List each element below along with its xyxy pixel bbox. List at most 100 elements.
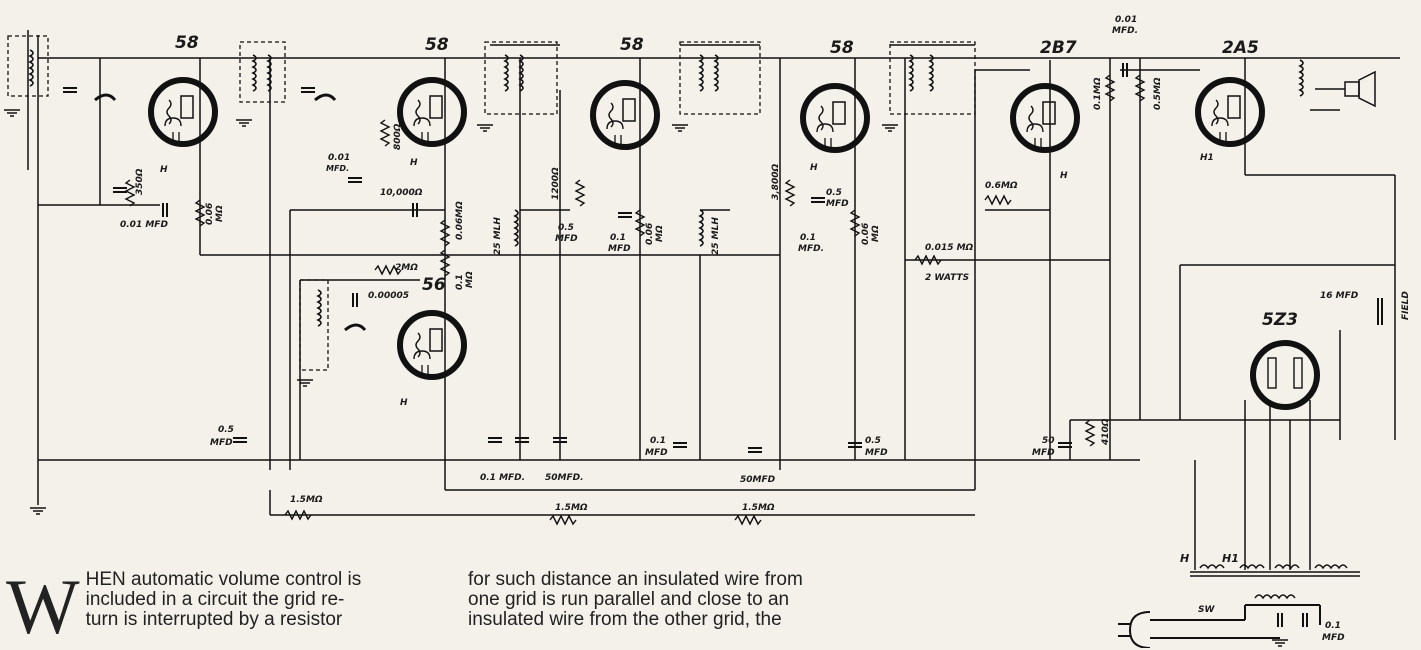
- label: H: [410, 158, 418, 168]
- speaker-icon: [1315, 70, 1376, 108]
- tube-labels: 58 58 58 58 2B7 2A5 56 5Z3: [175, 33, 1298, 330]
- label: 0.1 MFD.: [480, 473, 525, 483]
- label: 25 MLH: [711, 217, 721, 255]
- tube-8: [1250, 340, 1320, 410]
- label: 50: [1042, 436, 1055, 446]
- circuit-wires: [27, 30, 1400, 570]
- capacitors: [62, 62, 1383, 628]
- tube-label-8: 5Z3: [1262, 310, 1298, 330]
- label: 350Ω: [135, 168, 145, 195]
- article-line: one grid is run parallel and close to an: [468, 589, 790, 610]
- tube-label-3: 58: [620, 35, 644, 55]
- label: H: [400, 398, 408, 408]
- tube-7: [400, 313, 464, 377]
- tube-2: [400, 80, 464, 144]
- label: MFD: [865, 448, 888, 458]
- label: 410Ω: [1101, 418, 1111, 446]
- tube-label-4: 58: [830, 38, 854, 58]
- label: 0.01 MFD: [120, 220, 168, 230]
- label: 0.5: [218, 425, 234, 435]
- label: 0.1: [455, 274, 465, 290]
- label: MFD: [645, 448, 668, 458]
- label: 0.1MΩ: [1093, 77, 1103, 110]
- label: 10,000Ω: [380, 188, 423, 198]
- tube-label-5: 2B7: [1040, 38, 1077, 58]
- label: 1.5MΩ: [742, 503, 775, 513]
- label: 0.6MΩ: [985, 181, 1018, 191]
- label: 0.015 MΩ: [925, 243, 974, 253]
- article-line: insulated wire from the other grid, the: [468, 609, 782, 630]
- label: MFD: [555, 234, 578, 244]
- label: 50MFD: [740, 475, 776, 485]
- label: 0.1: [800, 233, 816, 243]
- tube-4: [803, 86, 867, 150]
- tuning-capacitor-arrows: [94, 93, 367, 332]
- tube-1: [151, 80, 215, 144]
- label: 0.01: [1115, 15, 1137, 25]
- tube-label-7: 56: [422, 275, 446, 295]
- label: H1: [1200, 153, 1214, 163]
- transformer-shields: [7, 35, 976, 371]
- label: 0.06: [645, 223, 655, 245]
- label: 0.1: [610, 233, 626, 243]
- article-line: turn is interrupted by a resistor: [85, 609, 343, 630]
- label: 1.5MΩ: [290, 495, 323, 505]
- article-column-1: W HEN automatic volume control is includ…: [6, 563, 408, 650]
- label: MΩ: [655, 225, 665, 242]
- label: 0.06MΩ: [455, 201, 465, 240]
- label: 3,800Ω: [771, 164, 781, 200]
- label: MFD: [1322, 633, 1345, 643]
- drop-cap: W: [6, 563, 80, 650]
- ground-symbols: [3, 109, 1289, 647]
- label: 0.5MΩ: [1153, 77, 1163, 110]
- label: 2MΩ: [395, 263, 418, 273]
- label: MΩ: [871, 225, 881, 242]
- label: 0.5: [865, 436, 881, 446]
- label: 0.01: [328, 153, 350, 163]
- label: 25 MLH: [493, 217, 503, 255]
- label: H1: [1222, 552, 1239, 565]
- label: 0.00005: [368, 291, 409, 301]
- article-line: HEN automatic volume control is: [85, 569, 362, 590]
- label: H: [160, 165, 168, 175]
- label: H: [1060, 171, 1068, 181]
- tube-5: [1013, 86, 1077, 150]
- label: 1.5MΩ: [555, 503, 588, 513]
- label: 0.1: [1325, 621, 1341, 631]
- tube-6: [1198, 80, 1262, 144]
- label: H: [1180, 552, 1189, 565]
- label: 0.5: [558, 223, 574, 233]
- article-column-2: for such distance an insulated wire from…: [468, 570, 888, 630]
- label: 0.06: [861, 223, 871, 245]
- label: 50MFD.: [545, 473, 584, 483]
- power-plug-icon: [1118, 604, 1321, 648]
- label: MΩ: [215, 205, 225, 222]
- label: 0.06: [205, 203, 215, 225]
- article-line: included in a circuit the grid re-: [85, 589, 345, 610]
- label: MFD: [608, 244, 631, 254]
- label: 1200Ω: [551, 167, 561, 200]
- component-labels: 350Ω 0.01 MFD 0.06 MΩ H 0.01 MFD. 800Ω H…: [120, 15, 1411, 643]
- label: MFD.: [1112, 26, 1138, 36]
- tube-label-1: 58: [175, 33, 199, 53]
- label: MFD: [1032, 448, 1055, 458]
- label: 16 MFD: [1320, 291, 1359, 301]
- label: 0.5: [826, 188, 842, 198]
- label: H: [810, 163, 818, 173]
- label: 0.1: [650, 436, 666, 446]
- label: FIELD: [1401, 291, 1411, 320]
- label: 800Ω: [393, 123, 403, 150]
- power-transformer: [1190, 564, 1360, 600]
- label: MΩ: [465, 271, 475, 288]
- tube-3: [593, 83, 657, 147]
- label: MFD.: [798, 244, 824, 254]
- label: MFD.: [326, 164, 349, 173]
- article-line: for such distance an insulated wire from: [468, 569, 803, 590]
- tube-label-6: 2A5: [1222, 38, 1259, 58]
- label: SW: [1198, 605, 1215, 615]
- label: MFD: [826, 199, 849, 209]
- label: MFD: [210, 438, 233, 448]
- label: 2 WATTS: [925, 273, 969, 283]
- tube-label-2: 58: [425, 35, 449, 55]
